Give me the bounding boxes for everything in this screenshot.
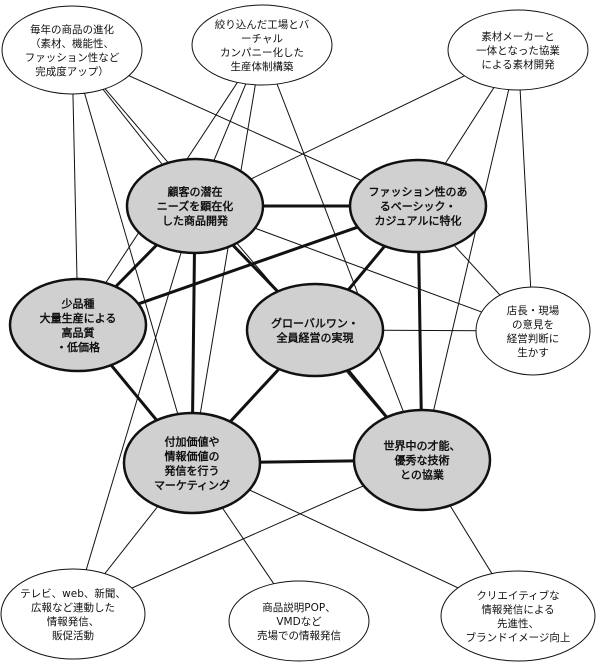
thin-link-evolution-value	[71, 49, 193, 464]
outer-node-label-line: 情報発信による	[481, 603, 554, 616]
core-node-label-line: した商品開発	[162, 214, 229, 228]
core-node-label-line: ニーズを顕在化	[157, 199, 233, 213]
core-node-shape	[348, 158, 488, 254]
core-node-label-line: 情報価値の	[165, 449, 220, 463]
outer-node-label-line: （素材、機能性、	[30, 37, 114, 50]
outer-node-label-line: ファッション性など	[25, 51, 120, 64]
core-node-shape	[122, 411, 262, 515]
outer-node-shape	[440, 570, 596, 662]
core-node-label-line: 大量生産による	[40, 311, 117, 325]
core-node-label-line: ・低価格	[56, 340, 101, 354]
thin-link-material-store	[517, 49, 534, 332]
outer-node-label-line: 広報など連動した	[31, 601, 115, 614]
outer-node-shape	[228, 580, 370, 662]
outer-node-label-line: ーチャル	[241, 33, 283, 45]
thin-link-factory-value	[191, 44, 263, 464]
core-node-label-line: との協業	[400, 468, 445, 482]
outer-node-label-line: 販促活動	[52, 629, 94, 642]
outer-node-label-line: 売場での情報発信	[257, 629, 341, 642]
outer-node-label-line: 素材メーカーと	[481, 30, 555, 43]
thin-link-material-talent	[421, 49, 519, 461]
outer-node-label-line: クリエイティブな	[476, 589, 559, 602]
outer-node-label-line: ブランドイメージ向上	[466, 631, 571, 644]
core-node-label-line: マーケティング	[154, 478, 230, 492]
outer-node-label-line: の意見を	[512, 318, 554, 331]
outer-node-label-line: による素材開発	[481, 58, 555, 71]
core-node-shape	[8, 277, 148, 373]
outer-node-shape	[0, 568, 146, 660]
outer-node-label-line: 商品説明POP、	[262, 601, 335, 614]
thin-link-media-needs	[72, 205, 196, 615]
thin-link-factory-talent	[261, 44, 423, 461]
core-node-shape	[245, 282, 385, 378]
outer-node-label-line: 生かす	[517, 346, 549, 359]
outer-node-label-line: 経営判断に	[507, 332, 560, 345]
outer-node-label-line: テレビ、web、新聞、	[20, 587, 126, 600]
outer-node-label-line: 情報発信、	[47, 615, 100, 628]
core-node-label-line: 顧客の潜在	[168, 185, 223, 199]
outer-node-label-line: VMDなど	[276, 616, 322, 628]
core-node-label-line: 全員経営の実現	[276, 330, 354, 344]
core-node-label-line: 世界中の才能、	[384, 439, 461, 453]
core-node-global: グローバルワン・全員経営の実現	[245, 282, 385, 378]
core-node-shape	[352, 408, 492, 512]
outer-node-label-line: 店長・現場	[507, 304, 560, 317]
outer-node-label-line: 完成度アップ）	[35, 65, 109, 78]
outer-node-shape	[475, 286, 591, 376]
outer-node-label-line: 生産体制構築	[231, 60, 294, 73]
outer-node-label-line: 毎年の商品の進化	[30, 23, 114, 36]
outer-node-label-line: 絞り込んだ工場とバ	[215, 18, 310, 31]
core-node-label-line: グローバルワン・	[271, 316, 359, 330]
outer-node-shape	[447, 9, 589, 91]
core-node-label-line: 優秀な技術	[394, 453, 450, 467]
core-node-label-line: 付加価値や	[165, 434, 220, 448]
outer-node-label-line: カンパニー化した	[220, 46, 304, 59]
core-node-label-line: ファッション性のあ	[369, 185, 468, 199]
core-node-shape	[125, 157, 265, 255]
core-node-label-line: 発信を行う	[164, 463, 220, 477]
outer-node-label-line: 一体となった協業	[476, 44, 560, 57]
core-node-label-line: カジュアルに特化	[375, 214, 462, 228]
outer-node-label-line: 先進性、	[497, 617, 539, 630]
thin-link-evolution-talent	[71, 49, 423, 461]
core-node-label-line: 少品種	[61, 296, 95, 310]
core-node-label-line: るベーシック・	[380, 200, 457, 213]
outer-node-shape	[1, 5, 143, 95]
outer-node-shape	[191, 4, 333, 86]
core-node-label-line: 高品質	[62, 325, 95, 339]
